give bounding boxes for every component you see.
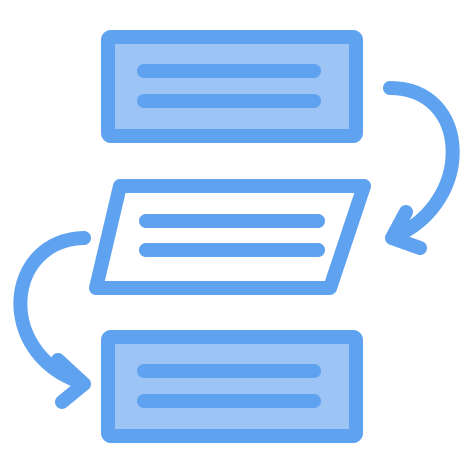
middle-parallelogram-shape <box>89 179 371 295</box>
right-arrow-head <box>385 205 427 255</box>
middle-input-shape <box>89 179 371 295</box>
top-process-box <box>101 30 363 143</box>
left-curved-arrow-icon <box>13 231 91 409</box>
left-arrow-head <box>51 353 91 409</box>
left-arrow-curve <box>13 231 91 389</box>
right-curved-arrow-icon <box>383 81 460 255</box>
bottom-box-shape <box>101 330 363 443</box>
bottom-process-box <box>101 330 363 443</box>
top-box-shape <box>101 30 363 143</box>
right-arrow-curve <box>383 81 460 243</box>
